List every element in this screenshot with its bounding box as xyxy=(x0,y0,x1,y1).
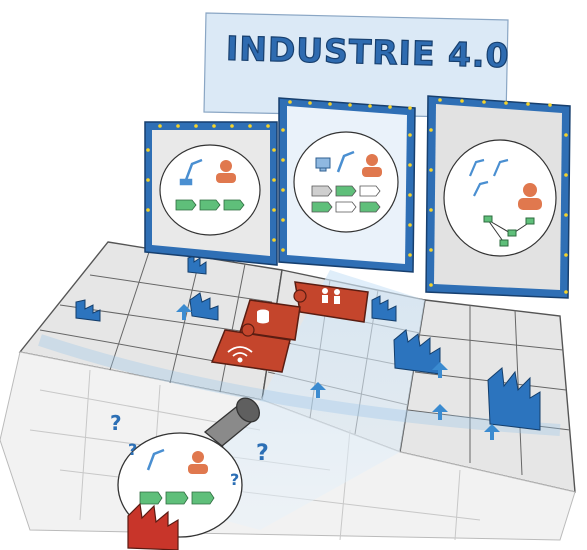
red-puzzle-path xyxy=(210,281,369,373)
factory-icon xyxy=(75,299,101,322)
question-mark: ? xyxy=(256,441,269,466)
network-icon xyxy=(483,215,535,247)
robot-arm-icon xyxy=(336,150,355,173)
wireless-robot-icon xyxy=(468,158,509,197)
computer-icon xyxy=(315,157,331,172)
robot-arm-icon xyxy=(179,158,203,186)
worker-headset-icon xyxy=(518,183,542,210)
floor-arrows xyxy=(176,304,500,440)
panel-left xyxy=(144,121,278,266)
question-marks: ? ? ? ? xyxy=(110,411,269,489)
panel-middle xyxy=(278,97,416,273)
factory-icon xyxy=(371,295,397,322)
factory-icon xyxy=(487,367,541,431)
factory-icon xyxy=(127,502,179,550)
worker-icon xyxy=(216,160,236,183)
worker-icon xyxy=(362,154,382,177)
worker-icon xyxy=(188,451,208,474)
process-arrows-icon xyxy=(139,491,215,505)
question-mark: ? xyxy=(230,470,239,489)
question-mark: ? xyxy=(128,440,137,459)
robot-arm-icon xyxy=(146,448,165,471)
process-arrows-icon xyxy=(311,185,381,213)
factory-icon xyxy=(393,329,441,375)
database-icon xyxy=(257,309,269,324)
worker-pair-icon xyxy=(322,288,340,304)
panel-right xyxy=(425,95,571,299)
banner: INDUSTRIE 4.0 xyxy=(203,12,511,119)
factory-icon xyxy=(187,255,207,275)
factory-icon xyxy=(189,292,219,321)
question-mark: ? xyxy=(110,411,122,435)
process-arrows-icon xyxy=(175,199,245,211)
wifi-icon xyxy=(227,346,253,363)
banner-title: INDUSTRIE 4.0 xyxy=(225,29,509,75)
